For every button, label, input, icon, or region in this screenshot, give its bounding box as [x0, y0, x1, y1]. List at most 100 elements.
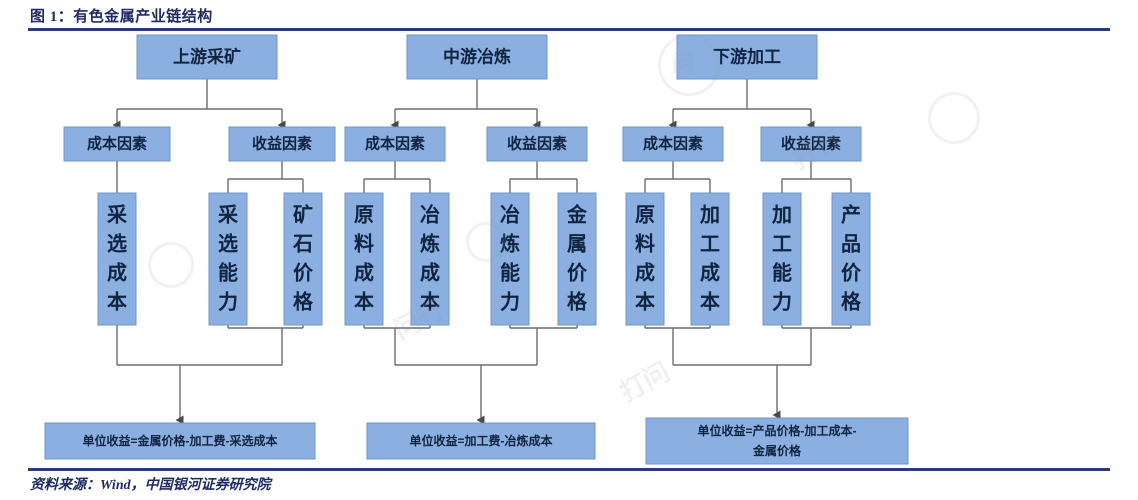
stage-box-upstream[interactable]: [136, 34, 278, 80]
svg-text:冶: 冶: [420, 203, 440, 227]
leaf-box-processing-capacity[interactable]: [762, 192, 802, 326]
leaf-box-raw-material-cost-mid[interactable]: [344, 192, 384, 326]
flowchart-diagram: 上游采矿成本因素采选成本收益因素采选能力矿石价格单位收益=金属价格-加工费-采选…: [0, 30, 1138, 468]
leaf-box-product-price[interactable]: [831, 192, 871, 326]
factor-box-upstream-revenue[interactable]: [228, 126, 336, 162]
svg-text:金: 金: [566, 203, 588, 227]
svg-text:力: 力: [500, 291, 520, 314]
factor-label-upstream-cost: 成本因素: [87, 135, 147, 153]
result-box-upstream[interactable]: [44, 422, 316, 460]
flowchart-nodes: 上游采矿成本因素采选成本收益因素采选能力矿石价格单位收益=金属价格-加工费-采选…: [44, 34, 909, 465]
svg-text:格: 格: [567, 290, 588, 314]
result-label-downstream: 单位收益=产品价格-加工成本- 金属价格: [697, 423, 856, 458]
svg-text:价: 价: [841, 262, 862, 285]
leaf-box-ore-price[interactable]: [283, 192, 323, 326]
svg-text:产: 产: [841, 203, 861, 227]
factor-label-upstream-revenue: 收益因素: [252, 135, 312, 153]
leaf-box-mining-capacity[interactable]: [208, 192, 248, 326]
page-title: 图 1：有色金属产业链结构: [30, 8, 213, 25]
svg-text:本: 本: [420, 291, 440, 314]
stage-box-downstream[interactable]: [676, 34, 818, 80]
svg-text:成: 成: [700, 261, 720, 285]
factor-box-upstream-cost[interactable]: [63, 126, 171, 162]
leaf-box-raw-material-cost-down[interactable]: [625, 192, 665, 326]
svg-text:金属价格: 金属价格: [752, 443, 802, 458]
figure-source: 资料来源：Wind，中国银河证券研究院: [30, 478, 271, 493]
svg-text:工: 工: [700, 234, 720, 256]
stage-label-downstream: 下游加工: [713, 47, 781, 67]
leaf-label-metal-price: 金属价格: [566, 203, 588, 314]
factor-label-downstream-revenue: 收益因素: [781, 135, 841, 153]
stage-label-midstream: 中游冶炼: [443, 47, 511, 67]
footer-divider: [28, 468, 1110, 471]
svg-text:矿: 矿: [293, 203, 313, 227]
figure-header: 图 1：有色金属产业链结构: [0, 0, 1138, 30]
svg-text:选: 选: [218, 233, 238, 256]
leaf-box-metal-price[interactable]: [557, 192, 597, 326]
svg-text:工: 工: [772, 234, 792, 256]
leaf-label-smelting-cost: 冶炼成本: [420, 203, 440, 314]
svg-text:原: 原: [354, 205, 374, 227]
result-label-midstream: 单位收益=加工费-冶炼成本: [409, 433, 552, 448]
svg-text:能: 能: [772, 261, 792, 285]
factor-label-midstream-cost: 成本因素: [365, 135, 425, 153]
svg-text:炼: 炼: [500, 232, 520, 256]
svg-text:本: 本: [107, 291, 127, 314]
svg-text:加: 加: [771, 204, 792, 227]
leaf-label-mining-cost: 采选成本: [107, 204, 127, 314]
svg-text:能: 能: [218, 261, 238, 285]
header-divider: [28, 28, 1110, 31]
svg-text:炼: 炼: [420, 232, 440, 256]
svg-text:力: 力: [218, 291, 238, 314]
leaf-box-mining-cost[interactable]: [97, 192, 137, 326]
factor-box-downstream-revenue[interactable]: [760, 126, 862, 162]
svg-text:品: 品: [841, 233, 861, 256]
svg-text:单位收益=产品价格-加工成本-: 单位收益=产品价格-加工成本-: [697, 423, 856, 438]
svg-text:成: 成: [107, 261, 127, 285]
stage-label-upstream: 上游采矿: [173, 47, 241, 67]
svg-text:采: 采: [218, 204, 238, 227]
factor-box-midstream-revenue[interactable]: [486, 126, 588, 162]
svg-text:属: 属: [567, 233, 587, 256]
svg-text:成: 成: [354, 261, 374, 285]
flowchart-svg: 上游采矿成本因素采选成本收益因素采选能力矿石价格单位收益=金属价格-加工费-采选…: [44, 34, 909, 465]
svg-text:价: 价: [293, 262, 314, 285]
leaf-label-processing-cost: 加工成本: [699, 204, 720, 314]
svg-text:本: 本: [354, 291, 374, 314]
svg-text:格: 格: [293, 290, 314, 314]
svg-text:料: 料: [635, 233, 655, 256]
result-box-midstream[interactable]: [366, 422, 596, 460]
svg-text:力: 力: [772, 291, 792, 314]
svg-text:料: 料: [354, 233, 374, 256]
svg-text:价: 价: [567, 262, 588, 285]
svg-text:格: 格: [841, 290, 862, 314]
result-box-downstream[interactable]: [645, 417, 909, 465]
factor-label-midstream-revenue: 收益因素: [507, 135, 567, 153]
leaf-label-product-price: 产品价格: [841, 203, 862, 314]
svg-text:选: 选: [107, 233, 127, 256]
svg-text:能: 能: [500, 261, 520, 285]
svg-text:本: 本: [635, 291, 655, 314]
factor-box-midstream-cost[interactable]: [344, 126, 446, 162]
factor-box-downstream-cost[interactable]: [622, 126, 724, 162]
svg-text:成: 成: [635, 261, 655, 285]
svg-text:石: 石: [292, 234, 313, 256]
svg-text:成: 成: [420, 261, 440, 285]
leaf-box-smelting-capacity[interactable]: [490, 192, 530, 326]
leaf-box-smelting-cost[interactable]: [410, 192, 450, 326]
connector-lines: [112, 79, 852, 425]
leaf-box-processing-cost[interactable]: [690, 192, 730, 326]
stage-box-midstream[interactable]: [406, 34, 548, 80]
svg-text:采: 采: [107, 204, 127, 227]
svg-text:本: 本: [700, 291, 720, 314]
svg-text:加: 加: [699, 204, 720, 227]
factor-label-downstream-cost: 成本因素: [643, 135, 703, 153]
result-label-upstream: 单位收益=金属价格-加工费-采选成本: [82, 433, 277, 448]
svg-text:原: 原: [635, 205, 655, 227]
